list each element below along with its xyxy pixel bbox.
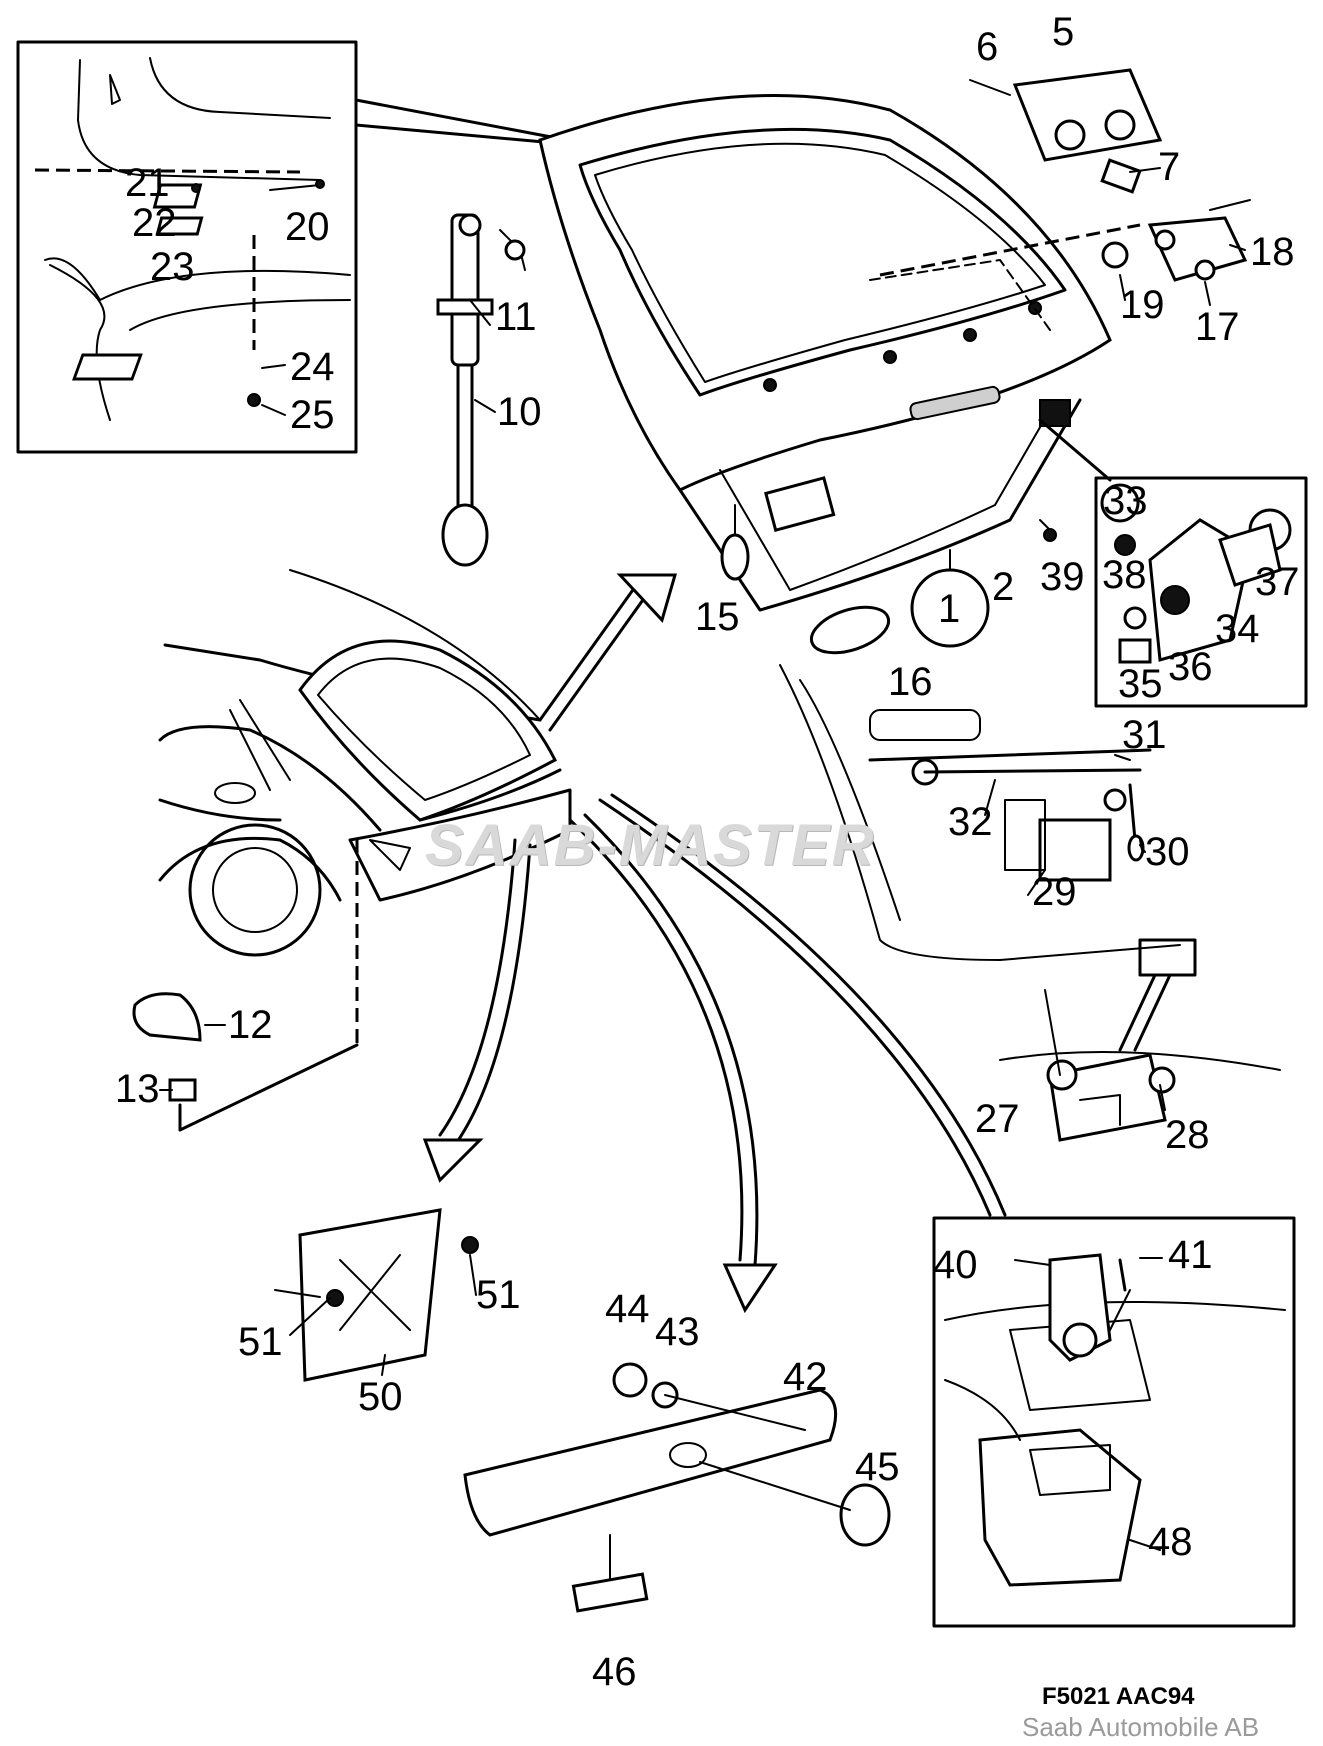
callout: 19 bbox=[1120, 283, 1165, 327]
callout: 36 bbox=[1168, 645, 1213, 689]
callout: 35 bbox=[1118, 662, 1163, 706]
watermark: SAAB-MASTER bbox=[425, 813, 876, 878]
trim-strip bbox=[463, 1362, 891, 1613]
buffer-15 bbox=[720, 533, 750, 581]
pointer-arrows bbox=[422, 573, 1007, 1314]
callout: 6 bbox=[976, 25, 998, 69]
callout: 23 bbox=[150, 245, 195, 289]
tailgate bbox=[538, 93, 1112, 612]
car-rear-view bbox=[158, 569, 572, 957]
callout: 37 bbox=[1255, 560, 1300, 604]
callout: 17 bbox=[1195, 305, 1240, 349]
callout: 29 bbox=[1032, 870, 1077, 914]
callout: 51 bbox=[238, 1320, 283, 1364]
callout: 31 bbox=[1122, 713, 1167, 757]
callout: 2 bbox=[992, 565, 1014, 609]
callout: 21 bbox=[125, 161, 170, 205]
callout: 50 bbox=[358, 1375, 403, 1419]
license-plate-bracket bbox=[274, 1208, 479, 1382]
lock-cable-area bbox=[779, 664, 1197, 1052]
copyright-text: Saab Automobile AB bbox=[1022, 1712, 1260, 1742]
callout: 10 bbox=[497, 390, 542, 434]
handle-detail-inset bbox=[932, 1216, 1296, 1628]
callout: 45 bbox=[855, 1445, 900, 1489]
callout: 51 bbox=[476, 1273, 521, 1317]
callout: 28 bbox=[1165, 1113, 1210, 1157]
callout: 34 bbox=[1215, 607, 1260, 651]
callout: 13 bbox=[115, 1067, 160, 1111]
callout: 39 bbox=[1040, 555, 1085, 599]
callout: 24 bbox=[290, 345, 335, 389]
hinge-detail-inset bbox=[16, 40, 358, 454]
callout: 11 bbox=[495, 295, 537, 339]
callout-labels: 6 5 7 18 19 17 11 10 21 22 20 23 24 25 1… bbox=[115, 10, 1300, 1694]
striker-assembly bbox=[879, 199, 1251, 282]
callout: 20 bbox=[285, 205, 330, 249]
callout: 43 bbox=[655, 1310, 700, 1354]
callout: 12 bbox=[228, 1003, 273, 1047]
callout: 27 bbox=[975, 1097, 1020, 1141]
callout: 30 bbox=[1145, 830, 1190, 874]
latch-assembly bbox=[999, 1051, 1281, 1142]
callout: 25 bbox=[290, 393, 335, 437]
nut-13 bbox=[168, 1078, 197, 1102]
callout: 40 bbox=[933, 1243, 978, 1287]
figure-code: F5021 AAC94 bbox=[1042, 1683, 1195, 1710]
callout: 46 bbox=[592, 1650, 637, 1694]
callout: 18 bbox=[1250, 230, 1295, 274]
hinge-assembly bbox=[969, 68, 1163, 194]
callout: 44 bbox=[605, 1287, 650, 1331]
callout: 42 bbox=[783, 1355, 828, 1399]
lamp-lens-16 bbox=[809, 605, 891, 655]
callout: 48 bbox=[1148, 1520, 1193, 1564]
callout: 7 bbox=[1158, 145, 1180, 189]
callout-leaders bbox=[159, 167, 1246, 1551]
callout: 38 bbox=[1102, 553, 1147, 597]
callout: 1 bbox=[938, 587, 960, 631]
lock-detail-inset bbox=[1038, 418, 1308, 708]
callout: 16 bbox=[888, 660, 933, 704]
callout: 5 bbox=[1052, 10, 1074, 54]
callout: 32 bbox=[948, 800, 993, 844]
callout: 41 bbox=[1168, 1233, 1213, 1277]
callout: 33 bbox=[1103, 479, 1148, 523]
callout: 22 bbox=[132, 201, 177, 245]
lamp-12 bbox=[132, 992, 202, 1042]
gas-strut bbox=[436, 213, 526, 567]
callout: 15 bbox=[695, 595, 740, 639]
